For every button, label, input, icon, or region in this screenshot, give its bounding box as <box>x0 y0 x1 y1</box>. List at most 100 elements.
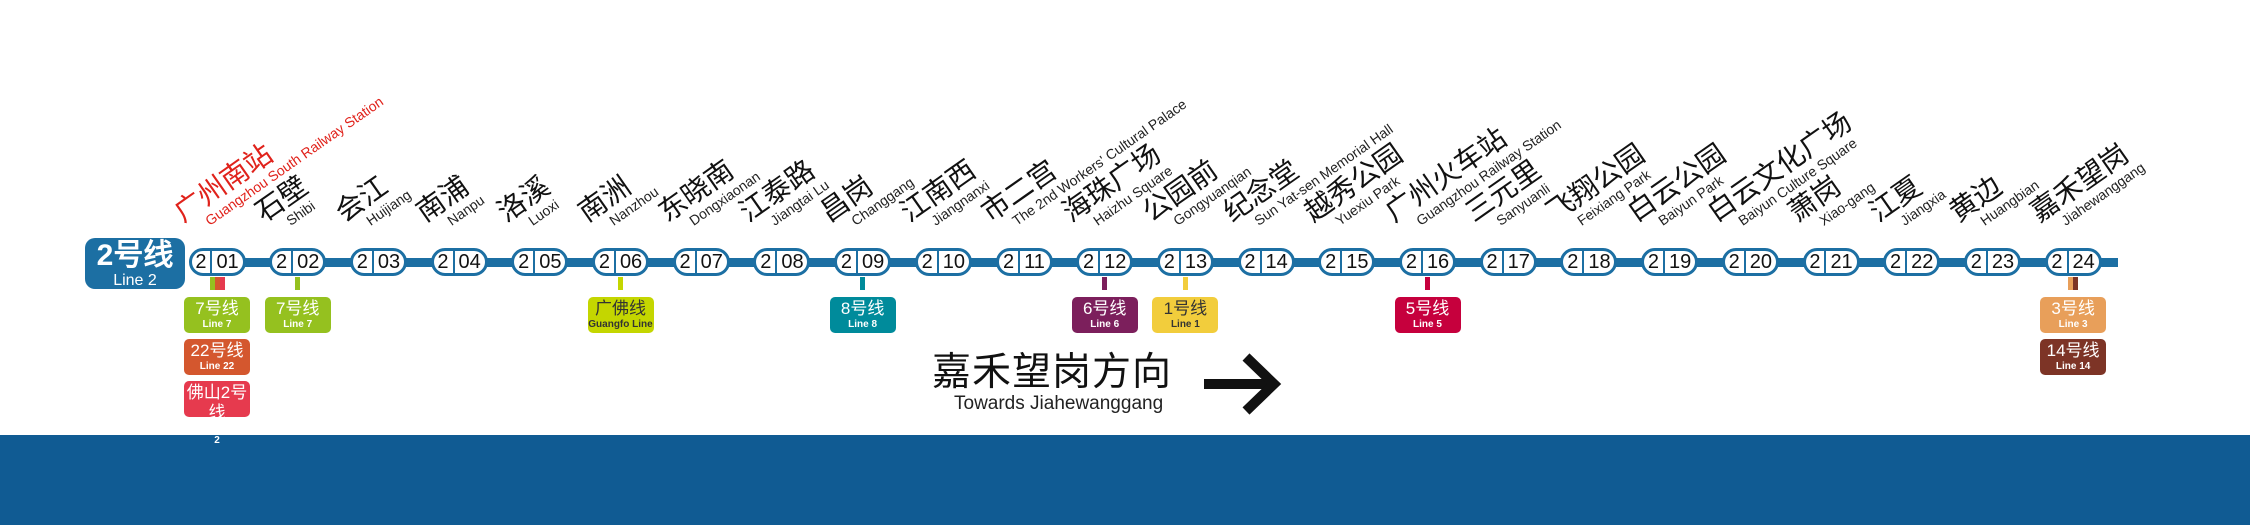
transfer-connector <box>1182 277 1188 290</box>
station-code-number: 21 <box>1830 250 1853 273</box>
station-code-divider <box>1743 251 1746 273</box>
station-code-divider <box>1824 251 1827 273</box>
station-code-divider <box>371 251 374 273</box>
station-code-line: 2 <box>276 250 288 273</box>
station-code-line: 2 <box>1083 250 1095 273</box>
transfer-line-en: Line 8 <box>848 319 878 330</box>
station-code-line: 2 <box>598 250 610 273</box>
transfer-line-en: Line 3 <box>2058 319 2088 330</box>
station-code-number: 19 <box>1669 250 1692 273</box>
station-code-line: 2 <box>1728 250 1740 273</box>
station-code-pill: 2 18 <box>1560 248 1618 276</box>
transfer-connector <box>209 277 215 290</box>
station-code-divider <box>533 251 536 273</box>
transfer-connector <box>214 277 220 290</box>
station-code-pill: 2 09 <box>834 248 892 276</box>
station-code-number: 03 <box>377 250 401 273</box>
station-code-line: 2 <box>921 250 933 273</box>
station-code-pill: 2 10 <box>914 248 972 276</box>
station-code-divider <box>1501 251 1504 273</box>
footer-band <box>0 435 2250 525</box>
station-code-number: 01 <box>216 250 239 273</box>
direction-en: Towards Jiahewanggang <box>954 393 1164 414</box>
transfer-line-en: Line 22 <box>199 361 235 372</box>
station-code-divider <box>613 251 616 273</box>
station-code-line: 2 <box>1567 250 1579 273</box>
station-code-number: 24 <box>2072 250 2095 273</box>
transfer-connector <box>295 277 301 290</box>
station-code-number: 16 <box>1426 250 1450 273</box>
transfer-line-cn: 佛山2号线 <box>186 383 248 422</box>
station-code-number: 23 <box>1991 250 2015 273</box>
station-code-line: 2 <box>437 250 449 273</box>
station-code-line: 2 <box>1244 250 1256 273</box>
station-code-line: 2 <box>1405 250 1417 273</box>
station-code-number: 05 <box>539 250 562 273</box>
station-code-divider <box>1340 251 1343 273</box>
transfer-line-en: Line 7 <box>283 319 313 330</box>
transfer-line-en: Guangfo Line <box>588 319 653 330</box>
transfer-connector <box>618 277 623 290</box>
line-badge-name: 2号线 <box>96 239 174 272</box>
station-code-number: 10 <box>942 250 965 273</box>
arrow-right-icon <box>1204 353 1282 415</box>
station-code-number: 12 <box>1104 250 1127 273</box>
transfer-line-en: Line 6 <box>1090 319 1120 330</box>
station-code-divider <box>1259 251 1262 273</box>
station-code-line: 2 <box>1970 250 1982 273</box>
station-code-line: 2 <box>840 250 853 273</box>
station-code-line: 2 <box>1003 250 1015 273</box>
transfer-connector <box>1102 277 1108 290</box>
transfer-connector <box>2068 277 2074 290</box>
transfer-connector <box>860 277 866 290</box>
station-code-divider <box>856 251 859 273</box>
transfer-line-cn: 广佛线 <box>595 299 646 318</box>
station-code-pill: 2 03 <box>349 248 407 276</box>
station-code-number: 11 <box>1024 250 1045 273</box>
station-code-pill: 2 12 <box>1076 248 1134 276</box>
transfer-line-en: Foshan Line 2 <box>187 423 247 446</box>
transfer-line-en: Line 7 <box>202 319 232 330</box>
station-code-divider <box>1905 251 1908 273</box>
station-code-number: 18 <box>1588 250 1611 273</box>
transfer-line-cn: 3号线 <box>2051 299 2095 318</box>
station-code-number: 02 <box>297 250 320 273</box>
station-code-pill: 2 23 <box>1963 248 2021 276</box>
transfer-line-cn: 1号线 <box>1163 299 1208 318</box>
station-code-line: 2 <box>1325 250 1337 273</box>
station-code-line: 2 <box>1486 250 1498 273</box>
station-code-line: 2 <box>356 250 368 273</box>
station-code-number: 04 <box>458 250 481 273</box>
station-code-divider <box>452 251 455 273</box>
station-code-line: 2 <box>1163 250 1175 273</box>
station-code-number: 09 <box>862 250 885 273</box>
station-code-number: 15 <box>1346 250 1369 273</box>
transfer-line-en: Line 14 <box>2055 361 2091 372</box>
transfer-connector <box>2073 277 2079 290</box>
station-code-pill: 2 02 <box>269 248 327 276</box>
station-code-divider <box>210 251 213 273</box>
